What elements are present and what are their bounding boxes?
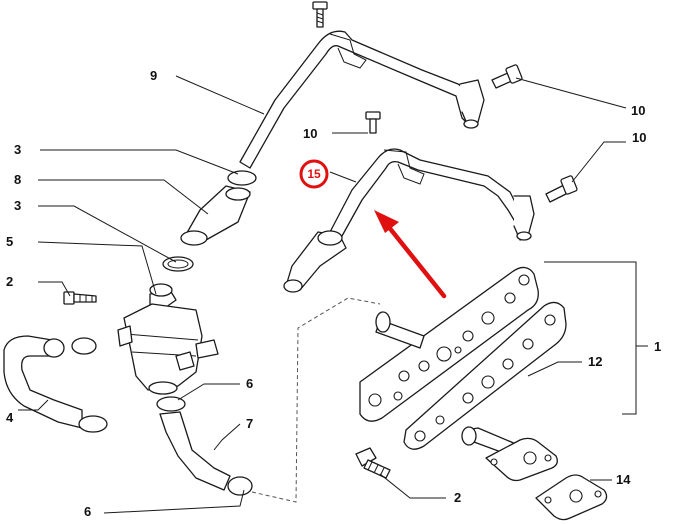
- highlighted-pipe: [283, 148, 535, 293]
- hose-4: [3, 335, 108, 433]
- callout-15-circle: [299, 159, 329, 189]
- cooler-plate: [359, 266, 539, 422]
- bolt-right-upper: [491, 64, 523, 89]
- callout-12: 12: [588, 354, 602, 369]
- reference-dashed-line: [251, 297, 381, 503]
- callout-2-left: 2: [6, 274, 13, 289]
- bolt-2-lower: [355, 447, 391, 479]
- hose-7: [156, 396, 253, 496]
- upper-coolant-pipe: [239, 30, 485, 169]
- callout-7: 7: [246, 416, 253, 431]
- callout-4: 4: [6, 410, 14, 425]
- callout-15: 15: [307, 167, 321, 181]
- bolt-mid: [365, 111, 381, 134]
- clamp-3-lower: [162, 256, 194, 272]
- bolt-top: [312, 1, 328, 28]
- oil-separator: [117, 283, 219, 395]
- callout-5: 5: [6, 234, 13, 249]
- callout-3-upper: 3: [14, 142, 21, 157]
- callout-9: 9: [150, 68, 157, 83]
- callout-10-right: 10: [632, 130, 646, 145]
- lower-flange: [461, 426, 558, 482]
- hose-8: [180, 170, 257, 246]
- leader-lines: [18, 75, 648, 514]
- callout-2-lower: 2: [454, 490, 461, 505]
- bolt-right-lower: [545, 175, 578, 203]
- callout-3-lower: 3: [14, 198, 21, 213]
- callout-10-middle: 10: [303, 126, 317, 141]
- callout-10-upper: 10: [631, 103, 645, 118]
- highlight-arrow: [374, 210, 447, 299]
- callout-6-lower: 6: [84, 504, 91, 519]
- bolt-2-left: [63, 291, 97, 305]
- gasket: [403, 301, 567, 450]
- callout-8: 8: [14, 172, 21, 187]
- callout-1: 1: [654, 339, 661, 354]
- callout-14: 14: [616, 472, 631, 487]
- cover-plate-14: [535, 474, 608, 521]
- callout-6-upper: 6: [246, 376, 253, 391]
